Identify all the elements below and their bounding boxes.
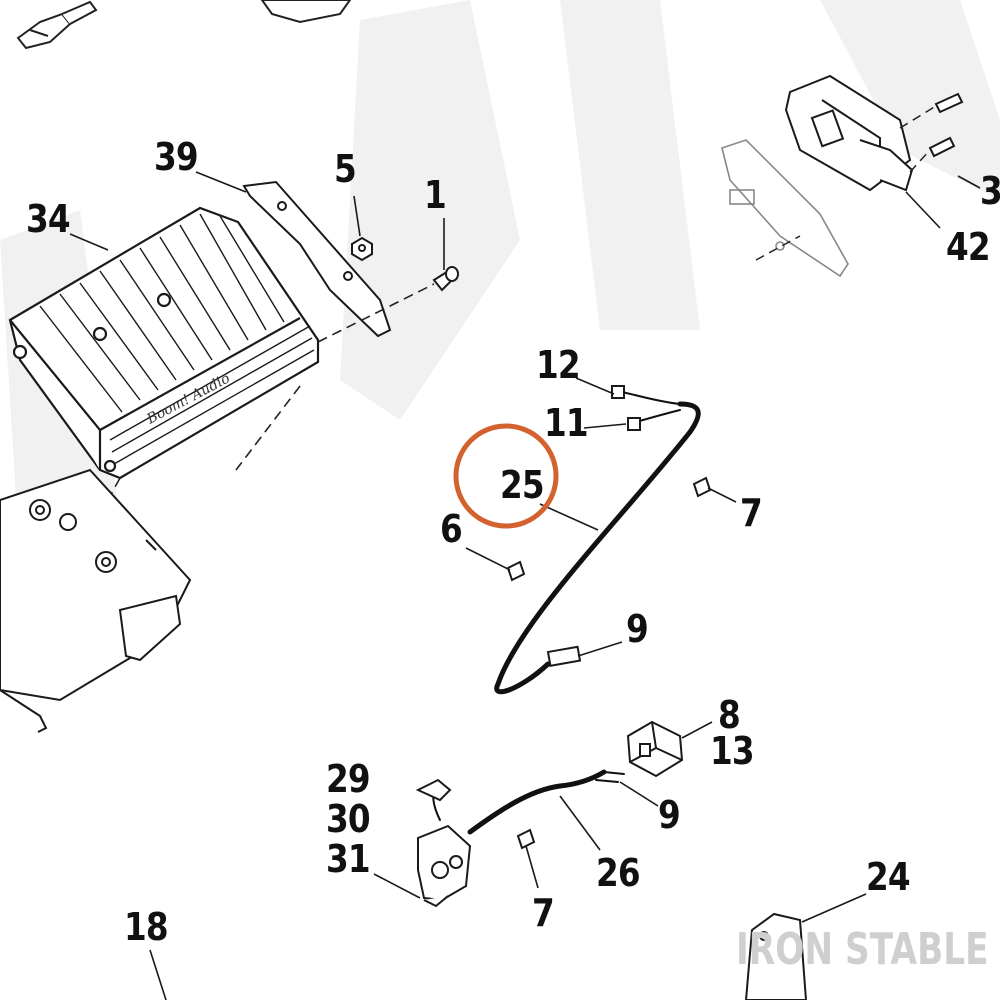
top-center-bracket xyxy=(260,0,352,24)
callout-42: 42 xyxy=(946,225,991,269)
control-module xyxy=(784,74,914,192)
callout-12: 12 xyxy=(536,343,581,387)
top-left-fastener xyxy=(16,0,98,50)
callout-31: 31 xyxy=(326,837,371,881)
hex-nut xyxy=(351,236,373,262)
callout-26: 26 xyxy=(596,851,641,895)
callout-7-upper: 7 xyxy=(740,491,763,535)
switch-assembly xyxy=(415,778,472,908)
callout-8: 8 xyxy=(718,693,741,737)
module-dashed-lines xyxy=(755,105,937,261)
callout-highlight-ring xyxy=(453,423,559,529)
callout-6: 6 xyxy=(440,507,463,551)
harness-connectors xyxy=(546,385,641,667)
amplifier-housing xyxy=(8,206,320,480)
screw xyxy=(432,266,459,292)
callout-18: 18 xyxy=(124,905,169,949)
callout-11: 11 xyxy=(544,401,589,445)
callout-29: 29 xyxy=(326,757,371,801)
callout-9-lower: 9 xyxy=(658,793,681,837)
callout-5: 5 xyxy=(334,147,357,191)
callout-34: 34 xyxy=(26,197,71,241)
callout-25: 25 xyxy=(500,463,545,507)
callout-39: 39 xyxy=(154,135,199,179)
callout-1: 1 xyxy=(424,173,447,217)
callout-3: 3 xyxy=(980,169,1000,213)
callout-30: 30 xyxy=(326,797,371,841)
callout-7-lower: 7 xyxy=(532,891,555,935)
callout-leaders xyxy=(69,171,981,1000)
module-screws xyxy=(928,92,964,158)
callout-24: 24 xyxy=(866,855,911,899)
module-bracket xyxy=(721,139,849,278)
clips xyxy=(506,476,712,850)
callout-13: 13 xyxy=(710,729,755,773)
watermark-text: IRON STABLE xyxy=(736,924,989,975)
mounting-plate xyxy=(0,468,192,733)
bracket-24 xyxy=(744,912,808,1000)
mounting-bracket xyxy=(242,180,392,338)
wiring-harness-25 xyxy=(494,391,701,695)
callout-9-upper: 9 xyxy=(626,607,649,651)
plug-connector xyxy=(626,720,684,778)
wiring-harness-26 xyxy=(432,769,625,835)
